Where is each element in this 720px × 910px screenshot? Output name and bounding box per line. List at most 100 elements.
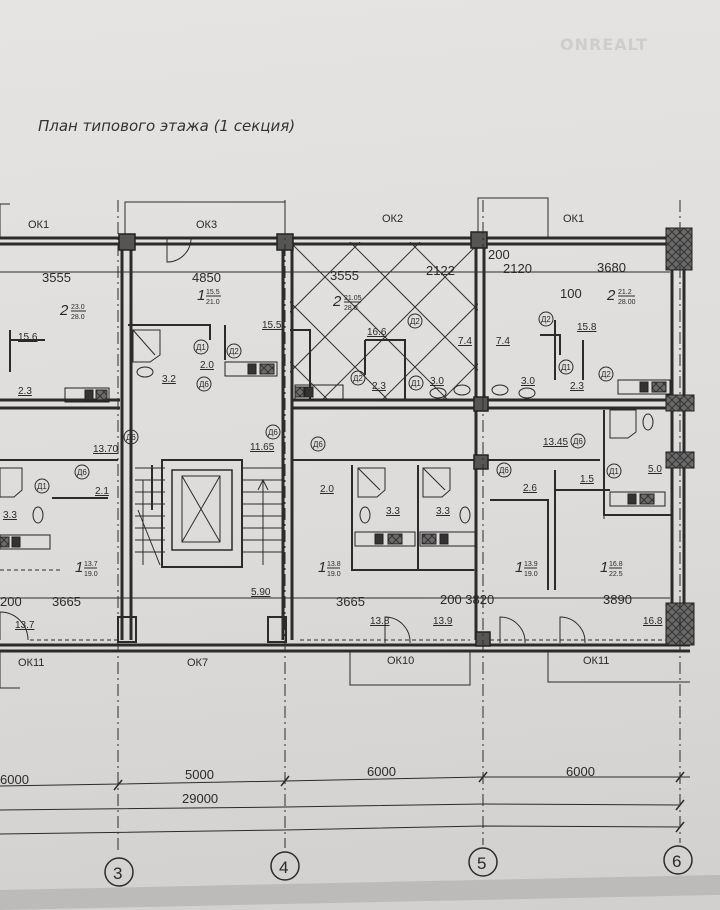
staircase (117, 459, 287, 643)
room-total-area: 28.0 (344, 305, 358, 312)
dimension-label: 3890 (603, 592, 632, 607)
room-total-area: 19.0 (84, 571, 98, 578)
dimension-label: 100 (560, 286, 582, 301)
axis-grid: 6000 5000 6000 6000 29000 3 4 5 6 (0, 200, 693, 887)
room-count: 1 (197, 287, 205, 304)
svg-text:Д6: Д6 (126, 433, 136, 442)
svg-text:Д1: Д1 (37, 482, 47, 491)
area-label: 3.0 (430, 376, 444, 387)
dimension-label: 2120 (503, 261, 532, 276)
axis-marker: 6 (663, 845, 693, 875)
area-label: 11.65 (250, 442, 275, 453)
area-label: 3.2 (162, 374, 176, 385)
dimension-label: 200 (488, 247, 510, 262)
svg-text:Д2: Д2 (541, 315, 551, 324)
area-label: 2.3 (372, 381, 386, 392)
window-label: ОК11 (18, 657, 44, 669)
room-living-area: 13.8 (327, 561, 341, 568)
door-tag: Д1 (34, 478, 50, 494)
area-label: 2.6 (523, 483, 537, 494)
room-count: 1 (600, 559, 608, 576)
walls (0, 236, 690, 653)
area-label: 3.3 (436, 506, 450, 517)
svg-text:Д6: Д6 (313, 440, 323, 449)
svg-text:Д1: Д1 (196, 343, 206, 352)
room-count: 1 (515, 559, 523, 576)
dimension-label: 200 (0, 594, 22, 609)
room-living-area: 21.05 (344, 295, 362, 302)
area-label: 15.8 (577, 322, 597, 333)
area-label: 1.5 (580, 474, 594, 485)
door-tag: Д6 (310, 436, 326, 452)
window-label: ОК11 (583, 655, 609, 667)
svg-text:Д2: Д2 (229, 347, 239, 356)
room-living-area: 23.0 (71, 304, 85, 311)
dimension-label: 200 3820 (440, 592, 494, 607)
area-label: 2.3 (18, 386, 32, 397)
room-total-area: 19.0 (327, 571, 341, 578)
door-tag: Д1 (558, 359, 574, 375)
area-label: 13.7 (15, 620, 35, 631)
room-total-area: 19.0 (524, 571, 538, 578)
axis-marker: 4 (270, 851, 300, 881)
svg-text:Д6: Д6 (268, 428, 278, 437)
svg-text:Д6: Д6 (573, 437, 583, 446)
svg-text:Д1: Д1 (609, 467, 619, 476)
svg-text:6: 6 (672, 852, 681, 871)
door-tag: Д2 (226, 343, 242, 359)
svg-text:4: 4 (279, 858, 288, 877)
watermark: ONREALT (560, 35, 648, 54)
window-label: ОК1 (28, 219, 49, 231)
door-tag: Д6 (196, 376, 212, 392)
grid-span-label: 6000 (0, 772, 29, 787)
dimension-label: 3665 (336, 594, 365, 609)
grid-total-label: 29000 (182, 791, 218, 806)
room-total-area: 28.00 (618, 299, 636, 306)
dimension-label: 3665 (52, 594, 81, 609)
door-tag: Д6 (74, 464, 90, 480)
dimension-label: 3555 (42, 270, 71, 285)
grid-span-label: 5000 (185, 767, 214, 782)
room-count: 1 (318, 559, 326, 576)
room-living-area: 15.5 (206, 289, 220, 296)
svg-text:Д6: Д6 (499, 466, 509, 475)
area-label: 7.4 (458, 336, 472, 347)
axis-marker: 3 (104, 857, 134, 887)
area-label: 2.1 (95, 486, 109, 497)
room-living-area: 13.7 (84, 561, 98, 568)
door-tag: Д1 (408, 375, 424, 391)
area-label: 5.90 (251, 587, 271, 598)
grid-span-label: 6000 (367, 764, 396, 779)
area-label: 15.5 (262, 320, 282, 331)
dimension-label: 2122 (426, 263, 455, 278)
area-label: 13.45 (543, 437, 568, 448)
doors (0, 237, 586, 644)
area-label: 3.3 (386, 506, 400, 517)
area-label: 2.0 (200, 360, 214, 371)
door-tags: Д1 Д2 Д6 Д6 Д6 Д6 Д6 Д1 Д2 Д2 Д1 Д1 Д2 Д… (34, 311, 622, 494)
window-label: ОК2 (382, 213, 403, 225)
room-living-area: 21.2 (618, 289, 632, 296)
area-label: 13.8 (370, 616, 390, 627)
room-living-area: 13.9 (524, 561, 538, 568)
area-label: 7.4 (496, 336, 510, 347)
room-count: 2 (59, 302, 69, 319)
room-total-area: 22.5 (609, 571, 623, 578)
svg-text:5: 5 (477, 854, 486, 873)
axis-marker: 5 (468, 847, 498, 877)
area-label: 3.0 (521, 376, 535, 387)
dimension-label: 3680 (597, 260, 626, 275)
room-count: 1 (75, 559, 83, 576)
door-tag: Д2 (538, 311, 554, 327)
window-label: ОК7 (187, 657, 208, 669)
door-tag: Д6 (265, 424, 281, 440)
area-label: 13.70 (93, 444, 118, 455)
svg-text:Д1: Д1 (411, 379, 421, 388)
door-tag: Д2 (598, 366, 614, 382)
